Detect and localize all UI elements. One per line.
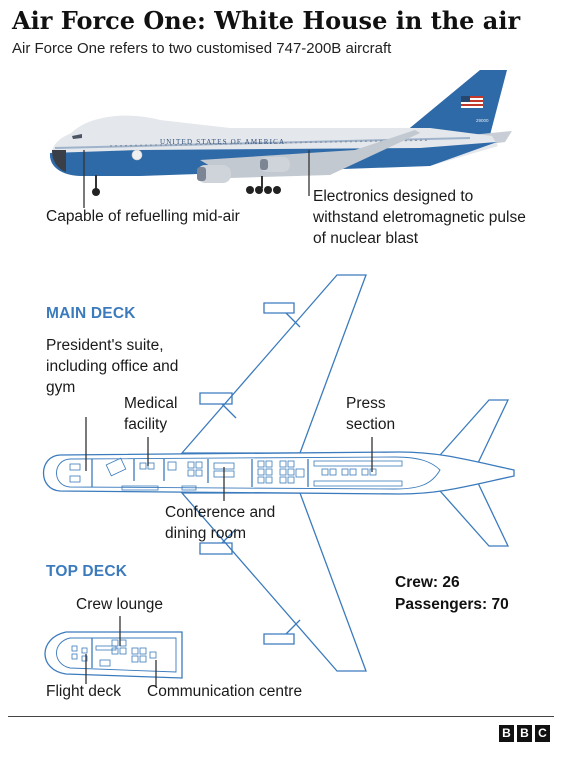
us-flag-icon <box>461 96 483 108</box>
main-deck-blueprint <box>43 274 515 672</box>
press-label: Press section <box>346 395 396 433</box>
fuselage-lettering: UNITED STATES OF AMERICA <box>160 138 285 146</box>
electronics-label: Electronics designed to withstand eletro… <box>313 188 526 247</box>
top-deck-blueprint <box>44 616 183 686</box>
crew-count: Crew: 26 <box>395 574 460 591</box>
conference-label: Conference and dining room <box>165 504 276 542</box>
bbc-logo-letter: C <box>535 725 550 742</box>
communication-label: Communication centre <box>147 683 303 700</box>
refuelling-label: Capable of refuelling mid-air <box>46 208 240 225</box>
bbc-logo-letter: B <box>499 725 514 742</box>
tail-number: 29000 <box>476 118 489 123</box>
page-title: Air Force One: White House in the air <box>12 6 521 35</box>
flight-deck-label: Flight deck <box>46 683 121 700</box>
bbc-logo: B B C <box>499 725 550 742</box>
aircraft-illustration: UNITED STATES OF AMERICA 29000 <box>49 70 512 208</box>
medical-label: Medical facility <box>124 395 178 433</box>
crew-lounge-label: Crew lounge <box>76 596 164 613</box>
bbc-logo-letter: B <box>517 725 532 742</box>
main-deck-heading: MAIN DECK <box>46 305 136 322</box>
top-deck-heading: TOP DECK <box>46 563 128 580</box>
presidents-suite-label: President's suite, including office and … <box>46 337 179 396</box>
footer-divider <box>8 716 554 717</box>
passenger-count: Passengers: 70 <box>395 596 509 613</box>
page-subtitle: Air Force One refers to two customised 7… <box>12 40 392 57</box>
